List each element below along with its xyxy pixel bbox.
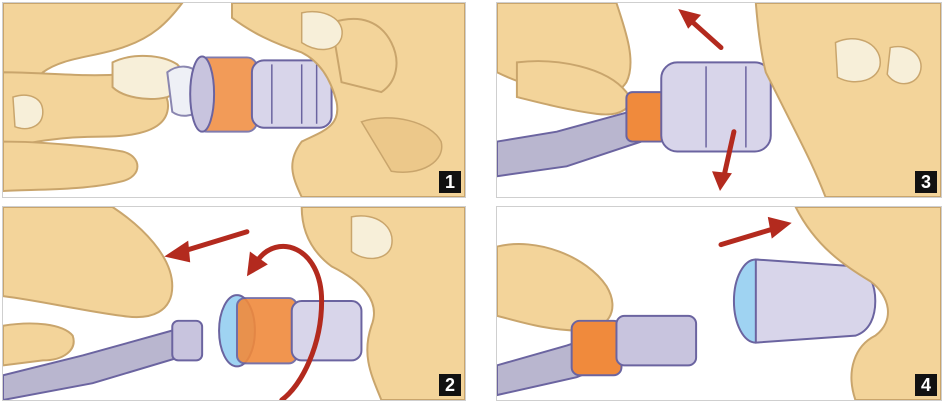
step-4-illustration <box>497 207 941 400</box>
connector-illustration <box>190 56 331 131</box>
step-2-panel: 2 <box>2 206 466 401</box>
step-1-panel: 1 <box>2 2 466 198</box>
step-number-badge: 2 <box>439 374 461 396</box>
step-number-badge: 4 <box>915 374 937 396</box>
step-1-illustration <box>3 3 465 197</box>
step-3-panel: 3 <box>496 2 942 198</box>
step-number-badge: 3 <box>915 171 937 193</box>
step-2-illustration <box>3 207 465 400</box>
step-4-panel: 4 <box>496 206 942 401</box>
step-3-illustration <box>497 3 941 197</box>
step-number-badge: 1 <box>439 171 461 193</box>
